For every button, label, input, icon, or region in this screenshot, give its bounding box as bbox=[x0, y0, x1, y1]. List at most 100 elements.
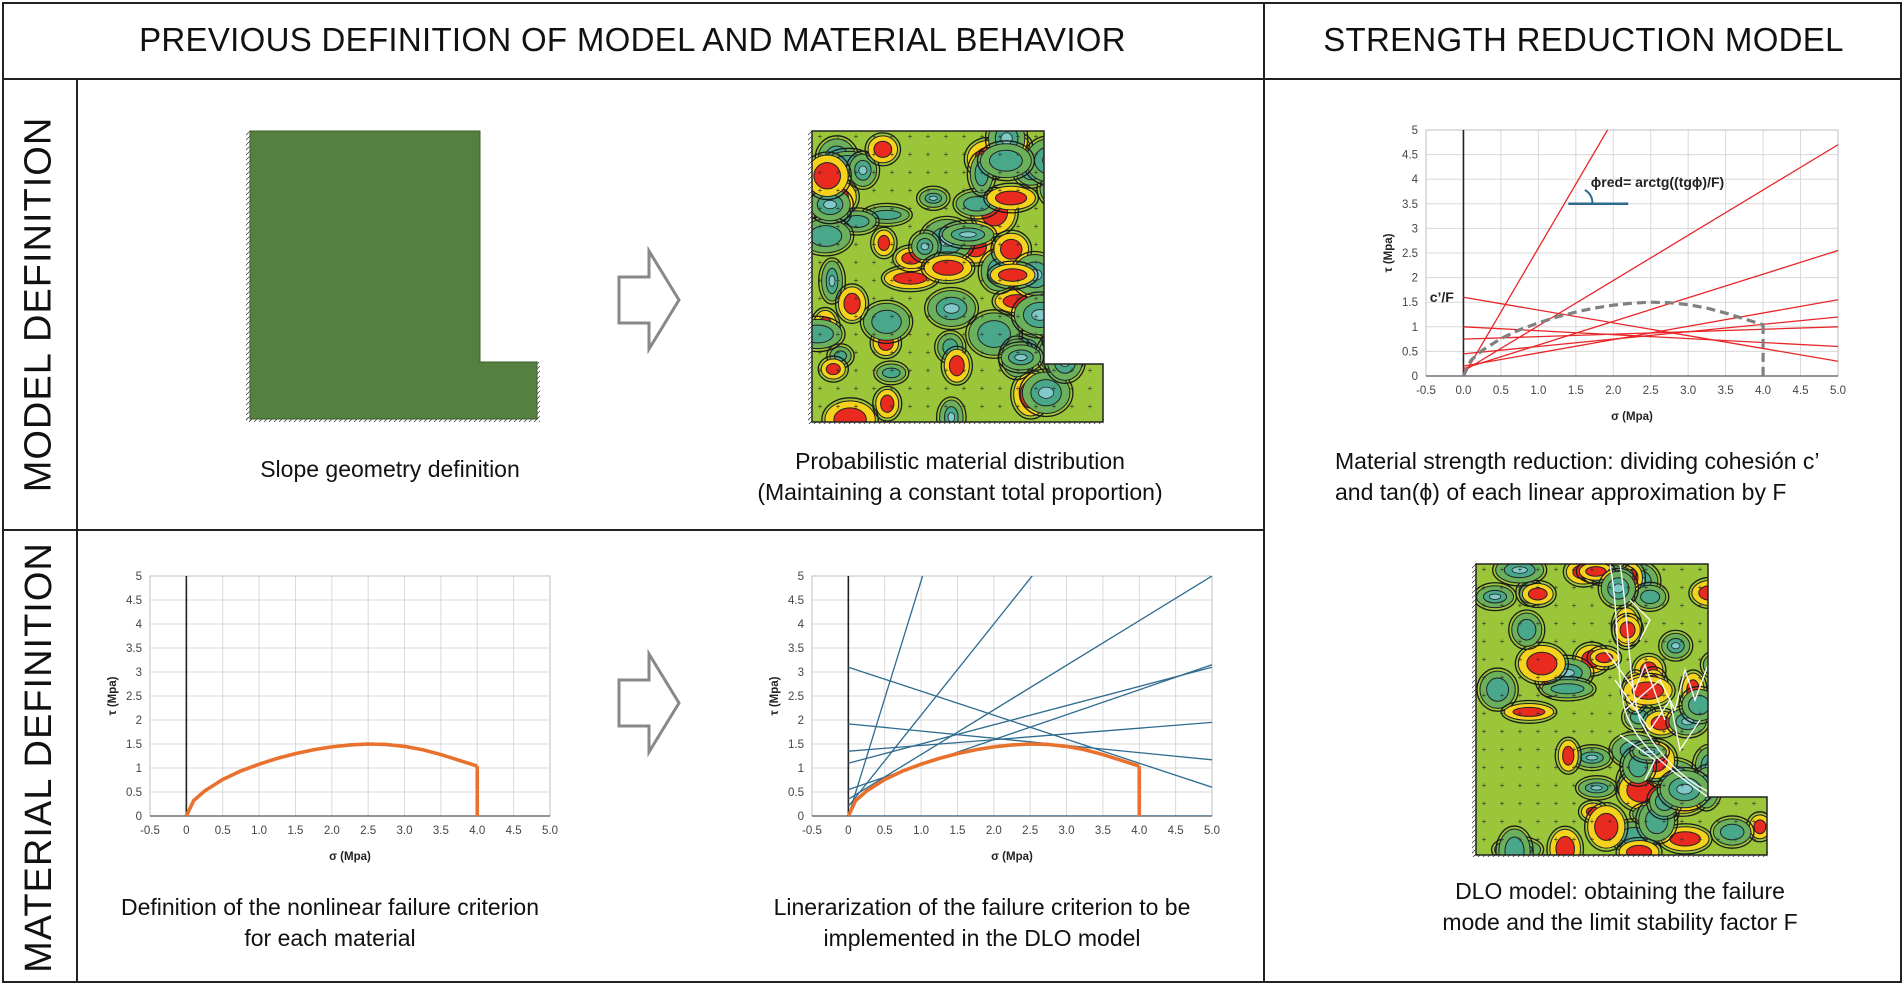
mesh-node: + bbox=[962, 294, 967, 303]
y-axis-label: τ (Mpa) bbox=[107, 676, 119, 715]
mesh-node: + bbox=[944, 384, 949, 393]
slope-hatch-left bbox=[246, 131, 251, 421]
mesh-node: + bbox=[854, 168, 859, 177]
linear-approximation-line bbox=[848, 723, 1212, 761]
mesh-node: + bbox=[836, 168, 841, 177]
y-tick-label: 5 bbox=[798, 571, 804, 583]
mesh-node: + bbox=[1626, 655, 1631, 664]
mesh-node: + bbox=[1088, 276, 1093, 285]
y-tick-label: 4 bbox=[136, 619, 143, 631]
mesh-node: + bbox=[1698, 691, 1703, 700]
mesh-node: + bbox=[818, 222, 823, 231]
mesh-node: + bbox=[872, 186, 877, 195]
mesh-node: + bbox=[1590, 673, 1595, 682]
mesh-node: + bbox=[1644, 691, 1649, 700]
contour-blob bbox=[817, 355, 849, 383]
contour-blob bbox=[1615, 836, 1663, 855]
mesh-node: + bbox=[998, 312, 1003, 321]
mesh-node: + bbox=[980, 240, 985, 249]
mesh-node: + bbox=[836, 366, 841, 375]
y-tick-label: 5 bbox=[1412, 125, 1418, 137]
contour-blob bbox=[1518, 579, 1557, 609]
mesh-node: + bbox=[1034, 132, 1039, 141]
mesh-node: + bbox=[998, 348, 1003, 357]
x-tick-label: 3.5 bbox=[1095, 825, 1111, 837]
mesh-node: + bbox=[1482, 763, 1487, 772]
failure-envelope-curve bbox=[184, 742, 478, 816]
mesh-node: + bbox=[1034, 312, 1039, 321]
x-tick-label: 0.0 bbox=[1455, 385, 1471, 397]
y-tick-label: 3.5 bbox=[788, 643, 804, 655]
mesh-node: + bbox=[1572, 709, 1577, 718]
mesh-node: + bbox=[1052, 312, 1057, 321]
mesh-node: + bbox=[872, 402, 877, 411]
mesh-node: + bbox=[872, 240, 877, 249]
contour-blob bbox=[1726, 758, 1767, 794]
y-tick-label: 3.5 bbox=[126, 643, 142, 655]
row-divider bbox=[2, 529, 1265, 531]
mesh-node: + bbox=[926, 258, 931, 267]
mesh-node: + bbox=[1698, 727, 1703, 736]
mesh-node: + bbox=[836, 222, 841, 231]
mesh-node: + bbox=[854, 150, 859, 159]
linear-approximation-line bbox=[848, 576, 1212, 800]
mesh-node: + bbox=[1662, 727, 1667, 736]
mesh-node: + bbox=[1518, 709, 1523, 718]
mesh-node: + bbox=[908, 402, 913, 411]
mesh-node: + bbox=[1608, 655, 1613, 664]
mesh-node: + bbox=[1088, 330, 1093, 339]
mesh-node: + bbox=[1752, 781, 1757, 790]
mesh-node: + bbox=[926, 276, 931, 285]
mesh-node: + bbox=[998, 366, 1003, 375]
caption-probabilistic: Probabilistic material distribution (Mai… bbox=[700, 446, 1220, 508]
mesh-node: + bbox=[836, 312, 841, 321]
mesh-node: + bbox=[1626, 781, 1631, 790]
mesh-node: + bbox=[854, 366, 859, 375]
mesh-node: + bbox=[1572, 691, 1577, 700]
x-tick-label: -0.5 bbox=[802, 825, 822, 837]
mesh-node: + bbox=[1536, 817, 1541, 826]
mesh-node: + bbox=[980, 384, 985, 393]
mesh-node: + bbox=[1590, 565, 1595, 574]
mesh-node: + bbox=[1052, 384, 1057, 393]
mesh-node: + bbox=[1016, 348, 1021, 357]
mesh-node: + bbox=[872, 132, 877, 141]
mesh-node: + bbox=[944, 258, 949, 267]
mesh-node: + bbox=[872, 384, 877, 393]
y-tick-label: 0 bbox=[136, 811, 142, 823]
mesh-node: + bbox=[1554, 745, 1559, 754]
mesh-node: + bbox=[1716, 601, 1721, 610]
mesh-node: + bbox=[1500, 745, 1505, 754]
x-tick-label: 0.5 bbox=[1493, 385, 1509, 397]
mesh-node: + bbox=[836, 348, 841, 357]
mesh-node: + bbox=[1680, 835, 1685, 844]
mesh-node: + bbox=[926, 240, 931, 249]
dlo-failure-map: ++++++++++++++++++++++++++++++++++++++++… bbox=[1472, 563, 1768, 857]
mesh-node: + bbox=[1644, 583, 1649, 592]
mesh-node: + bbox=[1590, 835, 1595, 844]
mesh-node: + bbox=[1070, 204, 1075, 213]
mesh-node: + bbox=[926, 150, 931, 159]
caption-strength-line2: and tan(ϕ) of each linear approximation … bbox=[1335, 479, 1787, 505]
mesh-node: + bbox=[1016, 204, 1021, 213]
mesh-node: + bbox=[1482, 619, 1487, 628]
mesh-node: + bbox=[1088, 132, 1093, 141]
contour-blob bbox=[1500, 699, 1558, 724]
mesh-node: + bbox=[1644, 745, 1649, 754]
mesh-node: + bbox=[1052, 150, 1057, 159]
mesh-node: + bbox=[1016, 312, 1021, 321]
mesh-node: + bbox=[1572, 817, 1577, 826]
x-axis-label: σ (Mpa) bbox=[1611, 411, 1653, 423]
mesh-node: + bbox=[836, 384, 841, 393]
mesh-node: + bbox=[962, 186, 967, 195]
mesh-node: + bbox=[1608, 745, 1613, 754]
mesh-node: + bbox=[890, 384, 895, 393]
reduced-envelope-dashed bbox=[1462, 300, 1764, 376]
mesh-node: + bbox=[1626, 601, 1631, 610]
mesh-node: + bbox=[1518, 691, 1523, 700]
mesh-node: + bbox=[944, 402, 949, 411]
x-axis-label: σ (Mpa) bbox=[329, 851, 371, 863]
mesh-node: + bbox=[926, 294, 931, 303]
right-arrow-icon bbox=[617, 245, 681, 355]
mesh-node: + bbox=[980, 186, 985, 195]
